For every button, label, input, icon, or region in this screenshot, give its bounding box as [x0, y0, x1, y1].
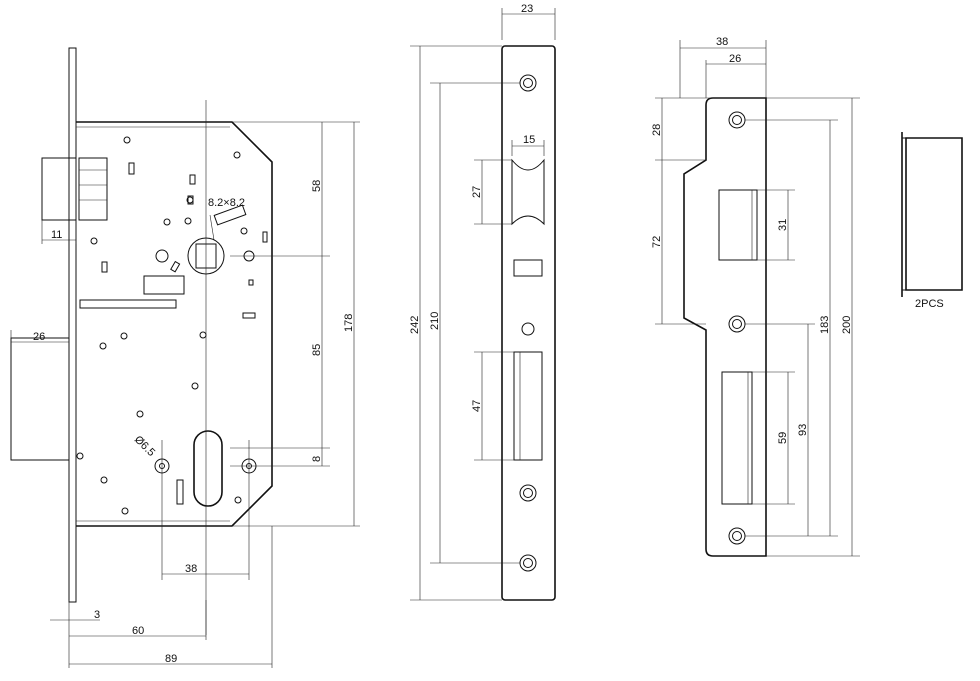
dead-bolt	[10, 337, 70, 461]
latch-bolt	[41, 157, 77, 221]
box-keeper-quantity: 2PCS	[915, 298, 944, 310]
faceplate-bolt-opening	[513, 351, 543, 461]
dim-square-spindle: 8.2×8.2	[208, 197, 245, 209]
lock-body-dimensions: 8.2×8.2 11 26 58 85 8 178 Ø6.5 38 3 60 8…	[33, 180, 355, 665]
dim-cylinder-offset: 8	[311, 456, 323, 462]
dim-strike-width-outer: 38	[716, 36, 728, 48]
dim-strike-bolt-opening: 59	[777, 432, 789, 444]
dim-strike-latch-opening: 31	[777, 219, 789, 231]
strike-outline	[683, 97, 767, 557]
dim-body-height: 178	[343, 314, 355, 332]
dim-bolt-throw: 26	[33, 331, 45, 343]
dim-screw-spacing-faceplate: 210	[429, 312, 441, 330]
faceplate-latch-opening	[511, 158, 545, 226]
faceplate-view	[410, 8, 556, 601]
box-keeper-view: 2PCS	[901, 132, 963, 310]
dim-body-depth: 89	[165, 653, 177, 665]
cylinder-cutout	[193, 430, 223, 507]
box-keeper-outline	[901, 132, 963, 297]
dim-latch-width: 15	[523, 134, 535, 146]
faceplate-dimensions: 23 15 27 47 210 242	[409, 3, 535, 412]
dim-strike-lip-length: 72	[651, 236, 663, 248]
dim-latch-projection: 11	[51, 229, 62, 241]
strike-dimensions: 38 26 28 72 31 59 93 183 200	[651, 36, 853, 444]
dim-strike-screw-span: 183	[819, 316, 831, 334]
lock-faceplate	[68, 47, 77, 603]
dim-backset: 60	[132, 625, 144, 637]
dim-strike-width-inner: 26	[729, 53, 741, 65]
lock-case-outline	[76, 121, 273, 527]
dim-latch-height: 27	[471, 186, 483, 198]
dim-strike-top-to-lip: 28	[651, 124, 663, 136]
dim-spindle-top: 58	[311, 180, 323, 192]
dim-bolt-height: 47	[471, 400, 483, 412]
strike-bolt-opening	[721, 371, 753, 505]
strike-latch-opening	[718, 189, 758, 261]
strike-plate-view	[655, 40, 860, 557]
dim-spindle-to-cylinder: 85	[311, 344, 323, 356]
dim-faceplate-width: 23	[521, 3, 533, 15]
lock-body-view	[10, 47, 360, 668]
dim-screw-hole: Ø6.5	[132, 434, 157, 459]
dim-strike-length: 200	[841, 316, 853, 334]
dim-faceplate-thickness: 3	[94, 609, 100, 621]
dim-faceplate-length: 242	[409, 316, 421, 334]
dim-screw-spacing: 38	[185, 563, 197, 575]
faceplate-outline	[501, 45, 556, 601]
dim-strike-lower-span: 93	[797, 424, 809, 436]
